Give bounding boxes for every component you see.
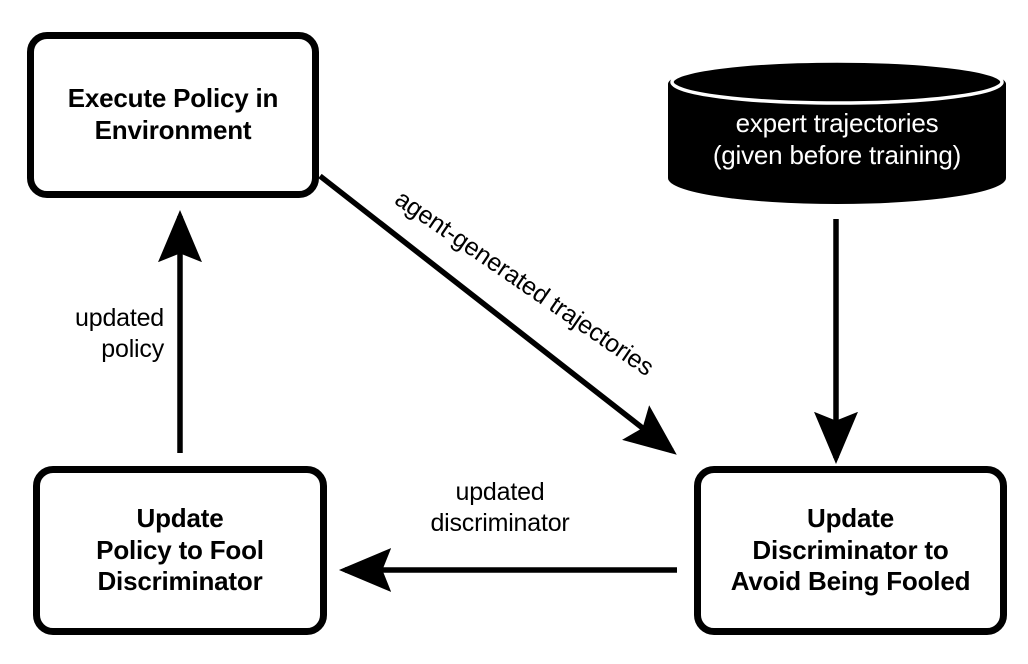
node-expert-trajectories[interactable]: expert trajectories (given before traini… — [668, 58, 1006, 206]
node-execute-policy-label: Execute Policy in Environment — [67, 83, 279, 145]
node-execute-policy[interactable]: Execute Policy in Environment — [27, 32, 319, 198]
cylinder-icon — [668, 59, 1006, 204]
node-update-discriminator[interactable]: Update Discriminator to Avoid Being Fool… — [694, 466, 1007, 635]
edge-label-updated-discriminator: updated discriminator — [430, 478, 570, 538]
edge-agent-generated-trajectories — [318, 173, 677, 455]
node-update-policy[interactable]: Update Policy to Fool Discriminator — [33, 466, 327, 635]
node-expert-trajectories-label: expert trajectories (given before traini… — [712, 108, 962, 170]
edge-label-updated-policy: updated policy — [75, 304, 164, 364]
edge-label-agent-generated-trajectories: agent-generated trajectories — [389, 184, 659, 382]
node-update-policy-label: Update Policy to Fool Discriminator — [96, 502, 264, 597]
node-update-discriminator-label: Update Discriminator to Avoid Being Fool… — [730, 502, 971, 597]
